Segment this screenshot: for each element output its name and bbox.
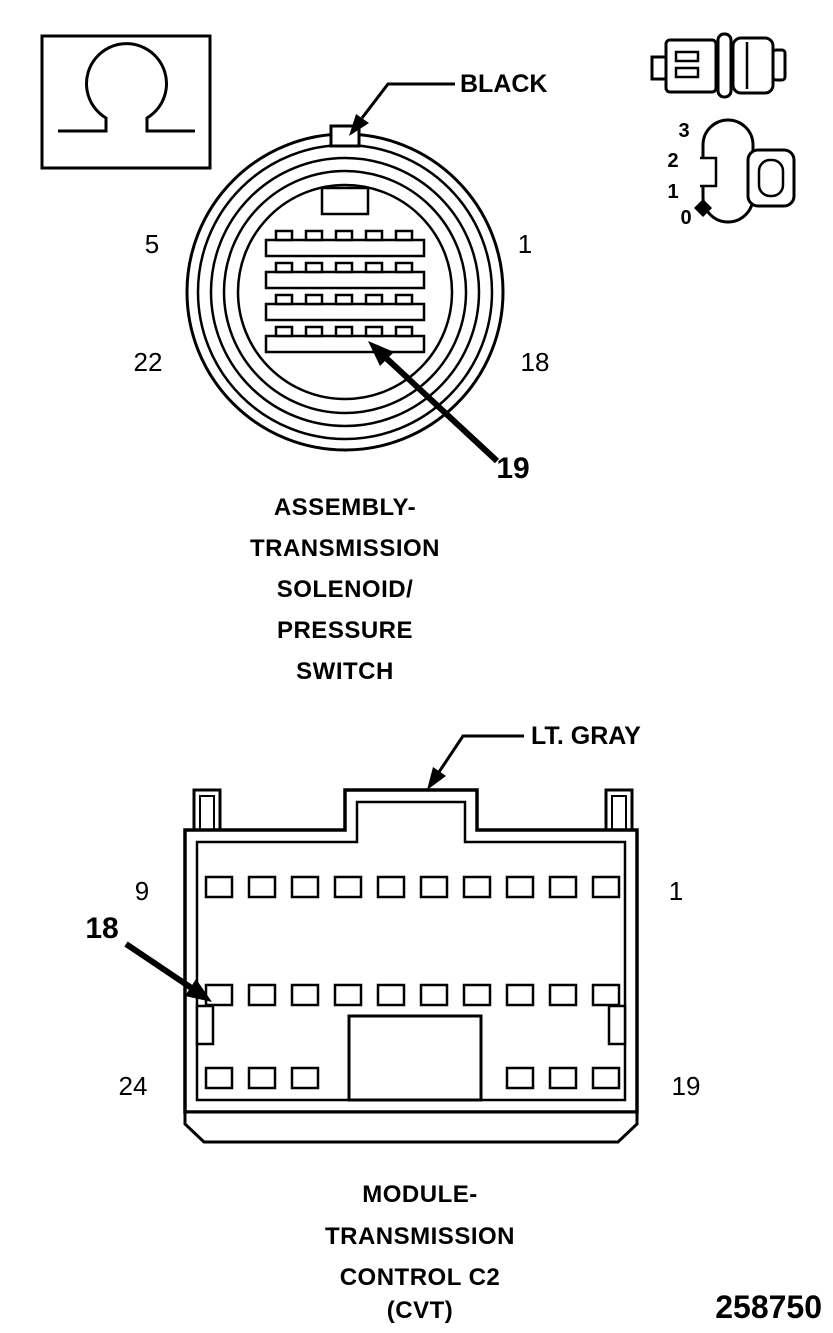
keyway-tab-hole [757, 158, 785, 198]
terminal-row [264, 261, 426, 290]
index-marker-diamond [694, 199, 712, 217]
connector-housing-outline [183, 788, 639, 1114]
index-number: 0 [680, 207, 691, 229]
pin-label-9: 9 [135, 876, 149, 906]
omega-box-border [40, 34, 212, 170]
caption-line: TRANSMISSION [325, 1223, 515, 1250]
pin-row-2 [204, 983, 621, 1007]
caption-line: PRESSURE [277, 617, 413, 644]
inner-keyway-slot [320, 186, 370, 216]
color-label-lt-gray: LT. GRAY [531, 722, 641, 750]
plug-body [664, 38, 718, 94]
keyway-index-icon: 3 2 1 0 [667, 118, 796, 229]
seal-ring [716, 32, 733, 99]
pin-label-5: 5 [145, 229, 159, 259]
side-key-right [607, 1004, 627, 1046]
connector-ring-inner [236, 183, 454, 401]
pin19-callout-arrowhead [368, 341, 394, 366]
ltgray-callout-arrowhead [427, 767, 446, 790]
caption-line: (CVT) [387, 1297, 453, 1324]
center-cavity [347, 1014, 483, 1102]
connector-ring-outer [185, 132, 505, 452]
round-connector: 5 1 22 18 BLACK 19 [134, 70, 550, 485]
plug-terminal-slot [674, 50, 700, 63]
caption-line: MODULE- [362, 1181, 477, 1208]
pin-row-3 [204, 1066, 621, 1090]
caption-line: CONTROL C2 [340, 1264, 501, 1291]
pin-row-1 [204, 875, 621, 899]
omega-symbol-icon [40, 34, 212, 170]
side-key-left [195, 1004, 215, 1046]
keyway-tab [746, 148, 796, 208]
round-connector-caption: ASSEMBLY- TRANSMISSION SOLENOID/ PRESSUR… [250, 494, 440, 685]
index-number: 2 [667, 150, 678, 172]
terminal-row [264, 229, 426, 258]
connector-ring [209, 156, 481, 428]
ltgray-callout-line [437, 734, 524, 773]
caption-line: ASSEMBLY- [274, 494, 416, 521]
caption-line: SWITCH [296, 658, 394, 685]
omega-glyph [58, 42, 195, 133]
index-number: 3 [678, 120, 689, 142]
pin18-callout-line [124, 941, 195, 992]
pin-callout-19: 19 [496, 452, 529, 485]
connector-body [731, 36, 775, 95]
connector-base-skirt [183, 1110, 639, 1144]
connector-side-view-icon [650, 32, 787, 99]
rect-connector: 9 1 24 19 18 LT. GRAY [85, 722, 701, 1144]
caption-line: SOLENOID/ [277, 576, 414, 603]
terminal-row [264, 293, 426, 322]
pin18-callout-arrowhead [185, 979, 212, 1002]
pin-label-18: 18 [521, 347, 550, 377]
caption-line: TRANSMISSION [250, 535, 440, 562]
pin-label-1: 1 [518, 229, 532, 259]
plug-terminal-slot [674, 66, 700, 79]
black-callout-line [360, 82, 455, 119]
figure-number: 258750 [715, 1289, 822, 1325]
connector-ring [222, 169, 468, 415]
pin-label-24: 24 [119, 1071, 148, 1101]
pin-label-19: 19 [672, 1071, 701, 1101]
color-label-black: BLACK [460, 70, 548, 98]
keyway-notch-fill [700, 157, 718, 187]
index-number: 1 [667, 181, 678, 203]
keyway-notch [700, 156, 718, 188]
terminal-row [264, 325, 426, 354]
pin-callout-18: 18 [85, 912, 118, 945]
black-callout-arrowhead [349, 114, 369, 136]
pin-label-1: 1 [669, 876, 683, 906]
pin19-callout-line [382, 354, 500, 464]
plug-stub-right [771, 48, 787, 82]
rect-connector-caption: MODULE- TRANSMISSION CONTROL C2 (CVT) [325, 1181, 515, 1324]
pin-label-22: 22 [134, 347, 163, 377]
